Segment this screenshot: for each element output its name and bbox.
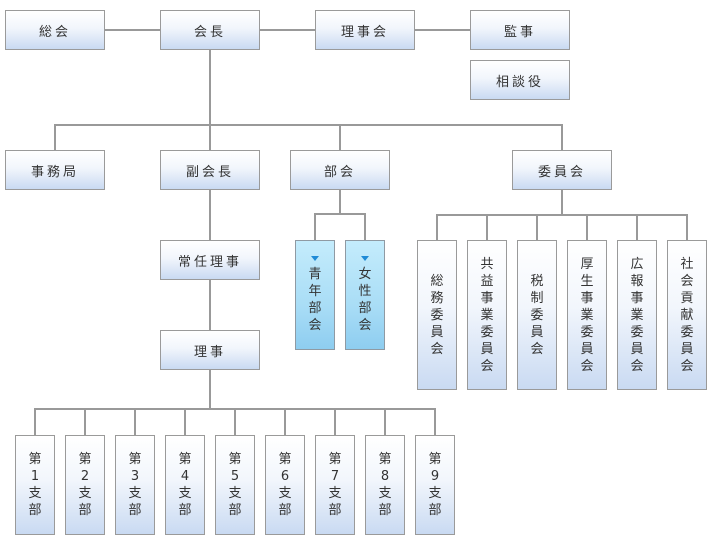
node-label: 理事 bbox=[193, 344, 226, 360]
node-label: 監事 bbox=[503, 24, 536, 40]
node-branch-2[interactable]: 第 2 支 部 bbox=[65, 435, 105, 535]
dropdown-triangle-icon[interactable] bbox=[361, 256, 369, 261]
node-label: 第 3 支 部 bbox=[128, 452, 142, 518]
node-committee-welfare[interactable]: 厚 生 事 業 委 員 会 bbox=[567, 240, 607, 390]
node-label: 青 年 部 会 bbox=[308, 267, 322, 333]
node-label: 会長 bbox=[193, 24, 226, 40]
node-director[interactable]: 理事 bbox=[160, 330, 260, 370]
node-label: 事務局 bbox=[30, 164, 79, 180]
node-label: 共 益 事 業 委 員 会 bbox=[480, 256, 494, 374]
node-committee-general-affairs[interactable]: 総 務 委 員 会 bbox=[417, 240, 457, 390]
node-label: 委員会 bbox=[537, 164, 586, 180]
node-label: 副会長 bbox=[185, 164, 234, 180]
node-label: 第 6 支 部 bbox=[278, 452, 292, 518]
node-branch-5[interactable]: 第 5 支 部 bbox=[215, 435, 255, 535]
node-board[interactable]: 理事会 bbox=[315, 10, 415, 50]
node-label: 第 4 支 部 bbox=[178, 452, 192, 518]
node-branch-8[interactable]: 第 8 支 部 bbox=[365, 435, 405, 535]
node-label: 理事会 bbox=[340, 24, 389, 40]
node-label: 第 9 支 部 bbox=[428, 452, 442, 518]
node-label: 常任理事 bbox=[177, 254, 242, 270]
node-auditor[interactable]: 監事 bbox=[470, 10, 570, 50]
node-youth-division[interactable]: 青 年 部 会 bbox=[295, 240, 335, 350]
node-label: 広 報 事 業 委 員 会 bbox=[630, 256, 644, 374]
node-secretariat[interactable]: 事務局 bbox=[5, 150, 105, 190]
node-label: 第 2 支 部 bbox=[78, 452, 92, 518]
node-branch-4[interactable]: 第 4 支 部 bbox=[165, 435, 205, 535]
node-label: 女 性 部 会 bbox=[358, 267, 372, 333]
node-women-division[interactable]: 女 性 部 会 bbox=[345, 240, 385, 350]
node-label: 総会 bbox=[38, 24, 71, 40]
node-president[interactable]: 会長 bbox=[160, 10, 260, 50]
node-label: 税 制 委 員 会 bbox=[530, 273, 544, 357]
node-label: 厚 生 事 業 委 員 会 bbox=[580, 256, 594, 374]
node-label: 第 5 支 部 bbox=[228, 452, 242, 518]
node-label: 相談役 bbox=[495, 74, 544, 90]
node-label: 第 8 支 部 bbox=[378, 452, 392, 518]
node-label: 第 7 支 部 bbox=[328, 452, 342, 518]
node-committees[interactable]: 委員会 bbox=[512, 150, 612, 190]
node-committee-public-relations[interactable]: 広 報 事 業 委 員 会 bbox=[617, 240, 657, 390]
node-committee-mutual-benefit[interactable]: 共 益 事 業 委 員 会 bbox=[467, 240, 507, 390]
node-label: 社 会 貢 献 委 員 会 bbox=[680, 256, 694, 374]
node-committee-social-contribution[interactable]: 社 会 貢 献 委 員 会 bbox=[667, 240, 707, 390]
node-branch-3[interactable]: 第 3 支 部 bbox=[115, 435, 155, 535]
node-label: 部会 bbox=[323, 164, 356, 180]
dropdown-triangle-icon[interactable] bbox=[311, 256, 319, 261]
node-vice-president[interactable]: 副会長 bbox=[160, 150, 260, 190]
node-branch-1[interactable]: 第 1 支 部 bbox=[15, 435, 55, 535]
node-committee-tax[interactable]: 税 制 委 員 会 bbox=[517, 240, 557, 390]
node-general-assembly[interactable]: 総会 bbox=[5, 10, 105, 50]
node-advisor[interactable]: 相談役 bbox=[470, 60, 570, 100]
node-branch-6[interactable]: 第 6 支 部 bbox=[265, 435, 305, 535]
node-divisions[interactable]: 部会 bbox=[290, 150, 390, 190]
node-branch-7[interactable]: 第 7 支 部 bbox=[315, 435, 355, 535]
node-label: 第 1 支 部 bbox=[28, 452, 42, 518]
node-label: 総 務 委 員 会 bbox=[430, 273, 444, 357]
node-executive-director[interactable]: 常任理事 bbox=[160, 240, 260, 280]
node-branch-9[interactable]: 第 9 支 部 bbox=[415, 435, 455, 535]
